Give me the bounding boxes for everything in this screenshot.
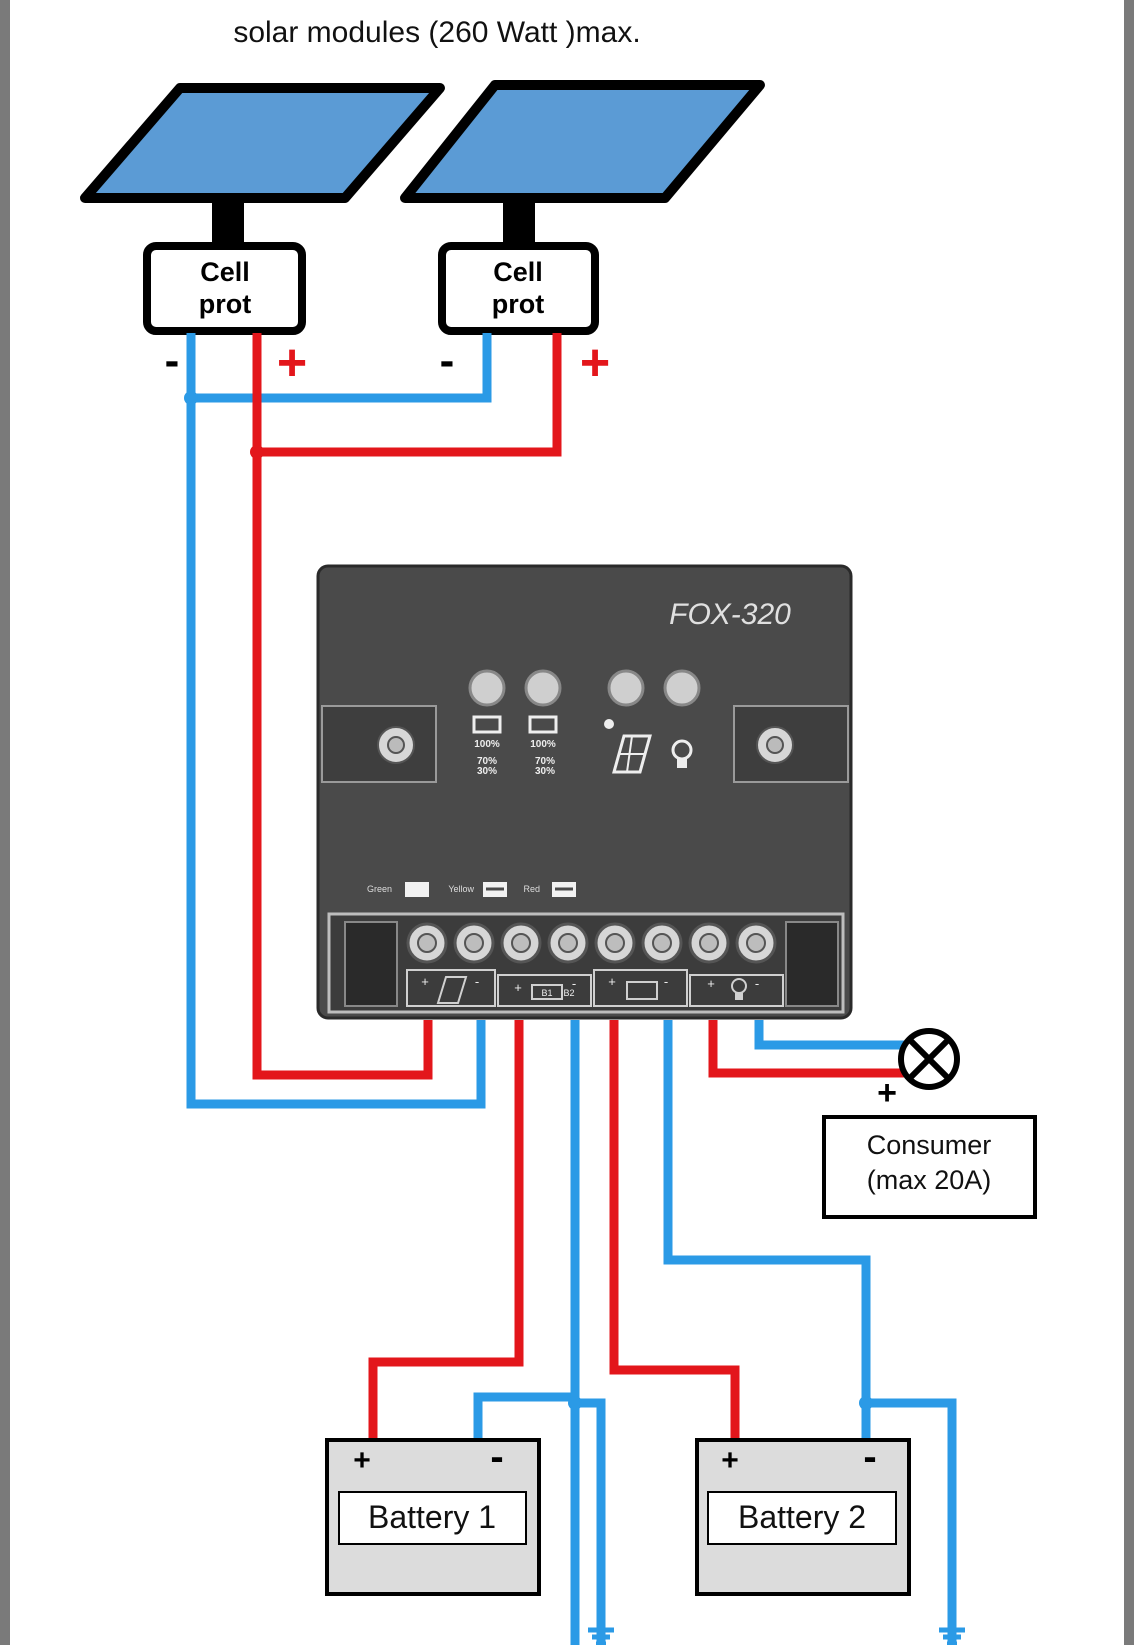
junction-dot: [859, 1396, 873, 1410]
load-terminal-minus: -: [755, 976, 759, 991]
battery-terminal-icon: [531, 984, 563, 1000]
solar-panel-2-mount: [503, 200, 535, 246]
solar-panel-icon: [604, 719, 652, 774]
battery-2-ground-wire: [866, 1398, 957, 1645]
battery-terminal-b1: B1: [541, 988, 552, 998]
legend-green-swatch: [405, 882, 429, 897]
ground-icon: [939, 1627, 965, 1645]
battery-1-minus-sign: -: [490, 1435, 503, 1479]
terminal-labels: [406, 969, 784, 1007]
panel-2-negative-wire: [191, 333, 492, 403]
battery-2-positive-wire: [609, 1020, 740, 1440]
junction-dot: [184, 391, 198, 405]
battery-1-positive-wire: [368, 1020, 524, 1440]
battery-2-negative-wire: [663, 1020, 871, 1440]
led-battery-1: [468, 669, 506, 707]
battery-2-label-box: [707, 1491, 897, 1545]
battery-2-label: Battery 2: [738, 1499, 866, 1535]
battery-2-level-100: 100%: [530, 739, 556, 750]
panel-2-minus-sign: -: [440, 336, 455, 385]
wiring: [186, 333, 957, 1645]
ground-icon: [588, 1627, 614, 1645]
battery-2-minus-sign: -: [863, 1435, 876, 1479]
legend-green-label: Green: [367, 884, 392, 894]
battery-2-led-icon: [528, 715, 558, 734]
led-battery-2: [524, 669, 562, 707]
battery-1-level-30: 30%: [477, 766, 497, 777]
solar-panel-1: Cell prot: [80, 83, 445, 335]
panel-1-minus-sign: -: [165, 336, 180, 385]
battery-1: + - Battery 1: [325, 1435, 541, 1596]
battery-2-level-30: 30%: [535, 766, 555, 777]
solar-terminal-plus: +: [421, 974, 429, 989]
light-bulb-icon: [671, 739, 693, 768]
frame-right: [1124, 0, 1134, 1645]
consumer-lamp: [898, 1028, 960, 1090]
cell-prot-2-line1: Cell: [493, 257, 543, 287]
junction-dot: [568, 1396, 582, 1410]
panel-negative-wire: [186, 333, 486, 1109]
battery-2-terminal-icon: [626, 981, 658, 1000]
consumer-plus-sign: +: [877, 1074, 897, 1112]
diagram-title: solar modules (260 Watt )max.: [233, 16, 640, 49]
terminal-screws: [406, 922, 777, 964]
solar-panel-1-mount: [212, 200, 244, 246]
controller-model: FOX-320: [669, 598, 791, 631]
load-terminal-plus: +: [707, 976, 715, 991]
solar-panel-1-surface: [80, 83, 445, 203]
legend-red-label: Red: [523, 884, 540, 894]
battery-2-plus-sign: +: [721, 1444, 739, 1477]
consumer-positive-wire: [708, 1020, 904, 1078]
consumer-negative-wire: [754, 1020, 904, 1050]
consumer-label-line2: (max 20A): [867, 1165, 992, 1195]
battery-2-terminal-minus: -: [664, 974, 668, 989]
terminal-end-cap-right: [785, 921, 839, 1007]
panel-1-plus-sign: +: [277, 334, 307, 392]
terminal-end-cap-left: [344, 921, 398, 1007]
controller-body: [316, 564, 853, 1020]
battery-terminal-plus: +: [514, 980, 522, 995]
cell-prot-box-1: [143, 242, 306, 335]
solar-terminal-icon: [436, 976, 468, 1004]
battery-2-terminal-plus: +: [608, 974, 616, 989]
frame-left: [0, 0, 10, 1645]
consumer-label-line1: Consumer: [867, 1130, 992, 1160]
junction-dot: [250, 445, 264, 459]
battery-1-plus-sign: +: [353, 1444, 371, 1477]
cell-prot-1-line1: Cell: [200, 257, 250, 287]
charge-controller: FOX-320 100% 70% 30% 100% 70% 30%: [316, 564, 853, 1020]
panel-2-plus-sign: +: [580, 334, 610, 392]
battery-1-level-70: 70%: [477, 756, 497, 767]
battery-terminal-b2: B2: [563, 988, 574, 998]
solar-terminal-minus: -: [475, 974, 479, 989]
solar-panel-2-surface: [400, 80, 765, 203]
cell-prot-box-2: [438, 242, 599, 335]
led-load: [663, 669, 701, 707]
battery-1-level-100: 100%: [474, 739, 500, 750]
panel-2-positive-wire: [257, 333, 562, 457]
solar-panel-2: Cell prot: [400, 80, 765, 335]
led-solar: [607, 669, 645, 707]
battery-1-led-icon: [472, 715, 502, 734]
battery-2-level-70: 70%: [535, 756, 555, 767]
battery-1-label-box: [338, 1491, 527, 1545]
cell-prot-1-line2: prot: [199, 289, 251, 319]
cell-prot-2-line2: prot: [492, 289, 544, 319]
battery-2: + - Battery 2: [695, 1435, 911, 1596]
consumer-box: [822, 1115, 1037, 1219]
battery-1-ground-wire: [575, 1398, 606, 1645]
legend-yellow-label: Yellow: [448, 884, 474, 894]
battery-1-negative-branch: [473, 1392, 575, 1440]
panel-positive-wire: [252, 333, 433, 1080]
battery-terminal-minus: -: [572, 976, 576, 991]
battery-1-label: Battery 1: [368, 1499, 496, 1535]
